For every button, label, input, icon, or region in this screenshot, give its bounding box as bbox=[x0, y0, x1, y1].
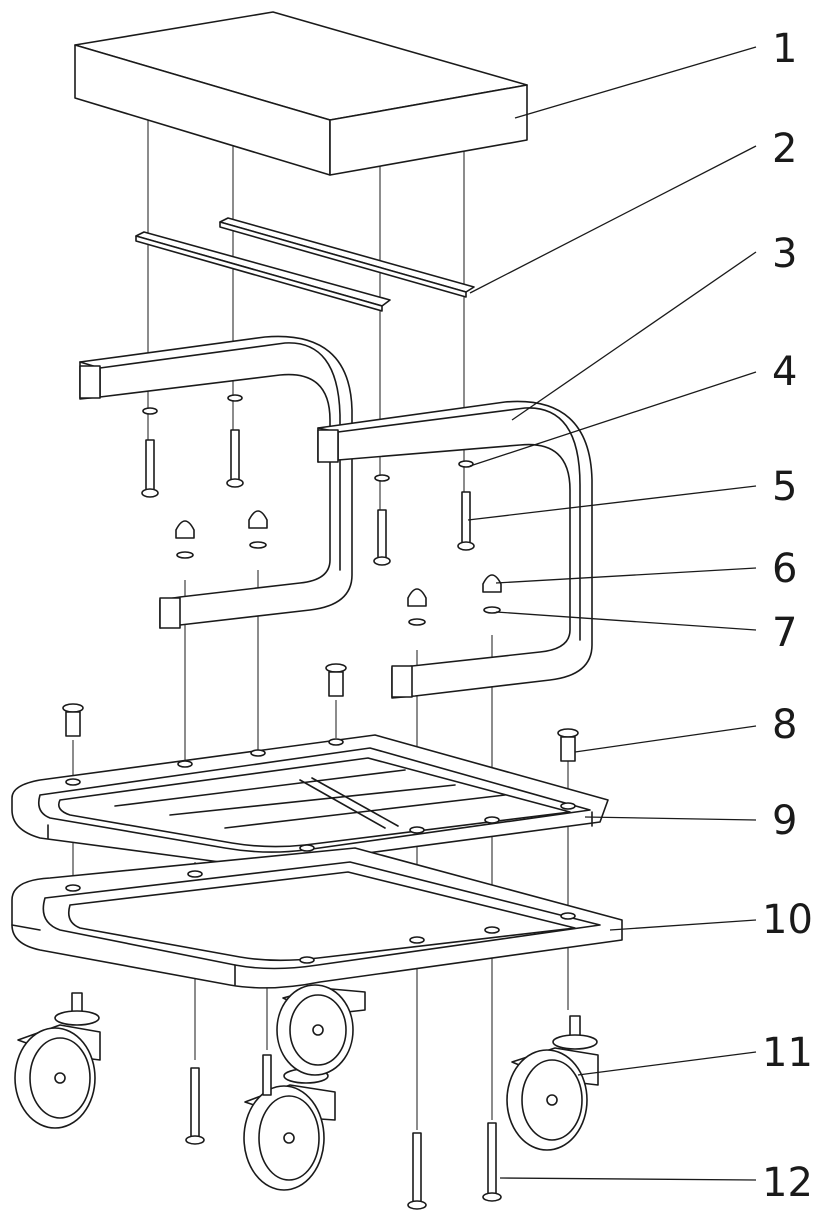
caster-front-left bbox=[14, 992, 101, 1129]
label-part-12: 12 bbox=[762, 1160, 813, 1206]
label-part-3: 3 bbox=[772, 231, 797, 277]
label-part-7: 7 bbox=[772, 610, 797, 656]
label-part-1: 1 bbox=[772, 26, 797, 72]
label-part-10: 10 bbox=[762, 897, 813, 943]
part-number-labels: 1 2 3 4 5 6 7 8 9 10 11 12 bbox=[762, 26, 813, 1206]
cap-nuts bbox=[175, 510, 502, 626]
lower-long-bolts bbox=[185, 1054, 502, 1210]
label-part-4: 4 bbox=[772, 349, 797, 395]
label-part-11: 11 bbox=[762, 1030, 813, 1076]
label-part-2: 2 bbox=[772, 126, 797, 172]
seat-cushion bbox=[74, 11, 528, 176]
upper-bolts bbox=[141, 394, 475, 566]
caster-rear bbox=[276, 984, 366, 1076]
leader-lines bbox=[467, 46, 757, 1181]
label-part-5: 5 bbox=[772, 464, 797, 510]
label-part-9: 9 bbox=[772, 798, 797, 844]
u-frame-right bbox=[317, 400, 593, 699]
label-part-8: 8 bbox=[772, 702, 797, 748]
caster-wheels bbox=[14, 984, 599, 1191]
upper-tray-frame bbox=[11, 734, 609, 866]
u-frame-left bbox=[79, 335, 353, 629]
lower-base-frame bbox=[11, 847, 623, 989]
label-part-6: 6 bbox=[772, 546, 797, 592]
slat-rails bbox=[135, 217, 475, 312]
caster-right bbox=[506, 1015, 599, 1151]
